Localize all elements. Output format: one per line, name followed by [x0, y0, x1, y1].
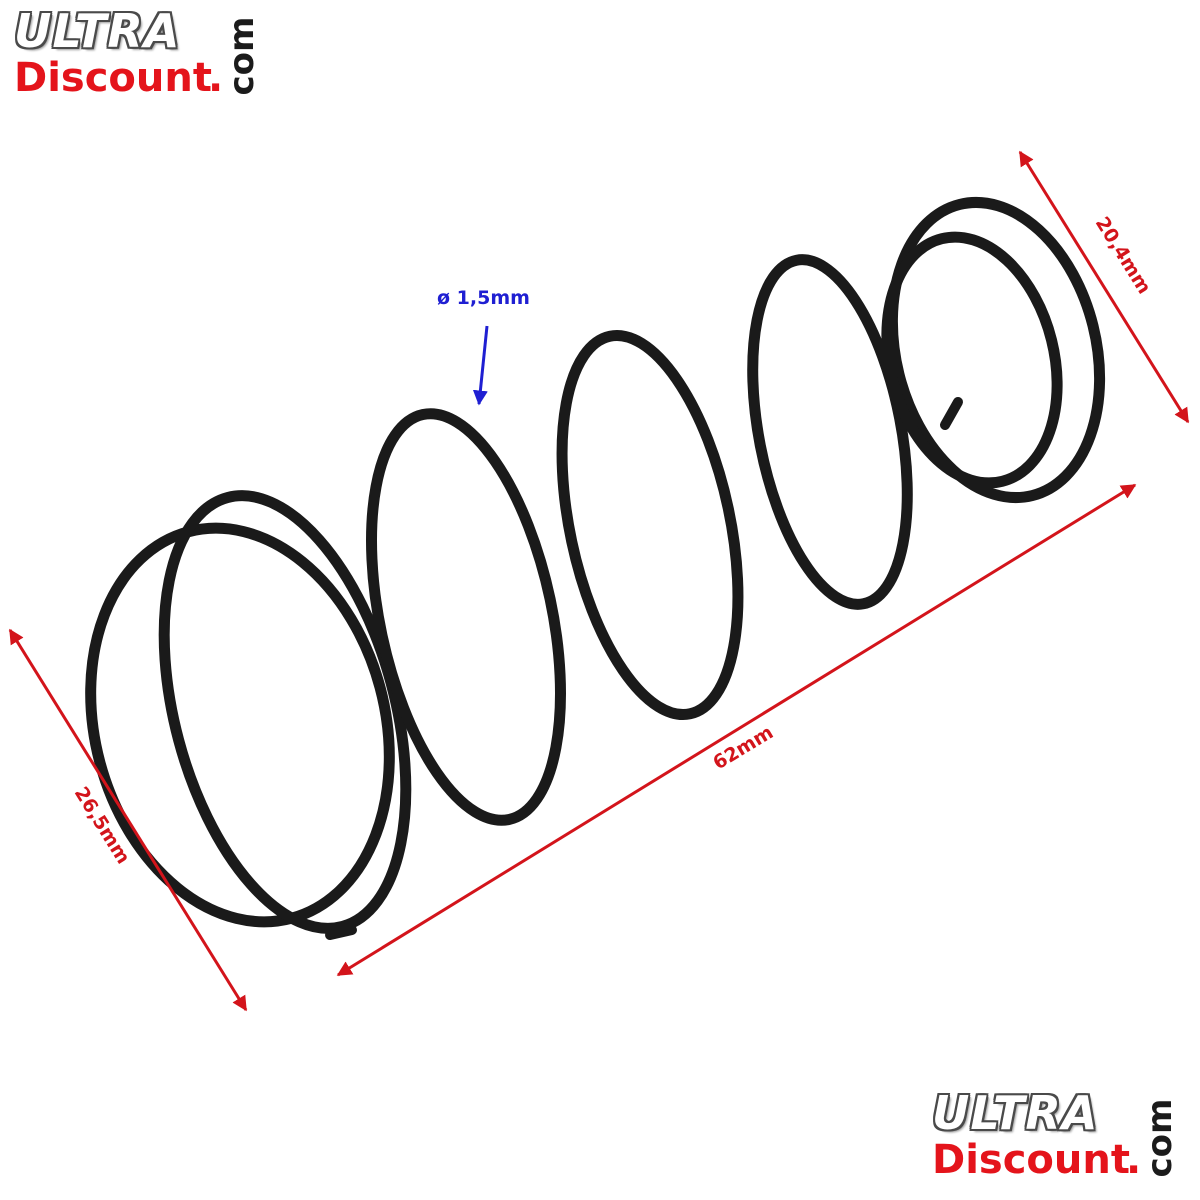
brand-logo-bottom: ULTRA Discount . com: [928, 1086, 1180, 1188]
logo-dot: .: [208, 55, 224, 101]
logo-discount-text: Discount: [14, 55, 212, 101]
spring-coil: [747, 254, 913, 610]
brand-logo-top: ULTRA Discount . com: [10, 4, 262, 106]
spring-image: [85, 196, 1106, 940]
dimension-arrow: [336, 483, 1137, 977]
logo-ultra-text: ULTRA: [932, 1086, 1099, 1140]
small-diameter-label: 20,4mm: [1091, 213, 1155, 298]
spring-end: [325, 925, 357, 940]
logo-ultra-text: ULTRA: [14, 4, 181, 58]
spring-coil: [366, 408, 566, 826]
spring-end: [940, 397, 963, 430]
wire-diameter-label: ø 1,5mm: [437, 287, 530, 309]
dimension-arrow: [1018, 150, 1190, 424]
dimension-arrows: [8, 150, 1190, 1012]
logo-dot: .: [1126, 1137, 1142, 1183]
length-label: 62mm: [709, 721, 777, 774]
dimension-arrow: [8, 628, 248, 1012]
wire-arrow: [472, 325, 489, 406]
logo-discount-text: Discount: [932, 1137, 1130, 1183]
spring-coil: [556, 329, 744, 721]
